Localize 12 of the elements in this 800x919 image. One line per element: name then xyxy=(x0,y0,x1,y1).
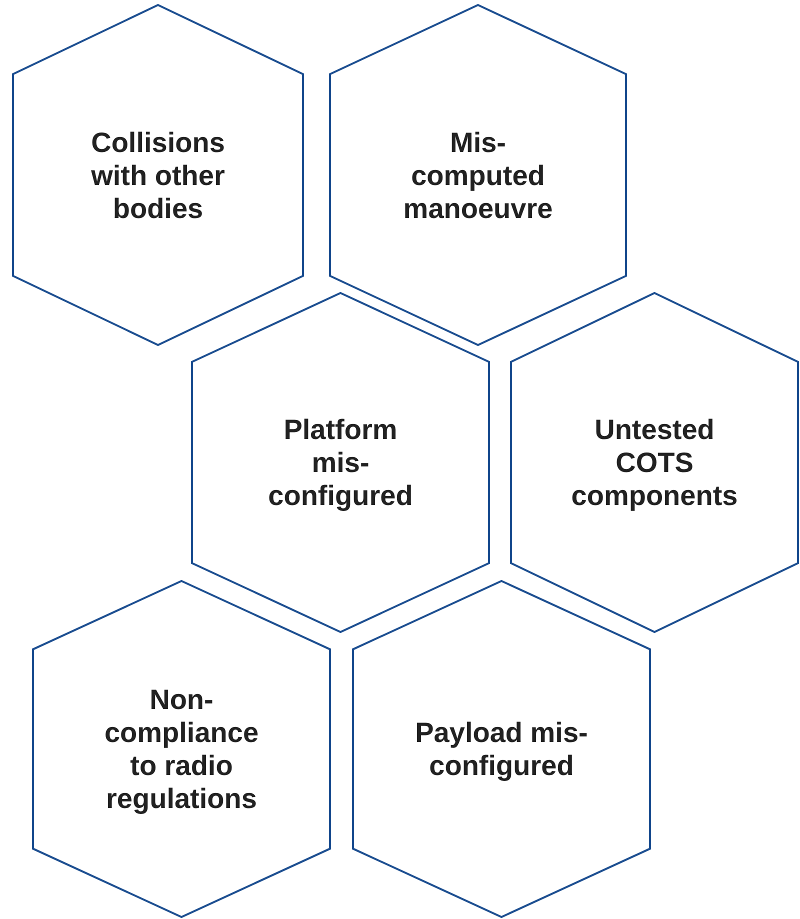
hexagon-label: Non-compliance to radio regulations xyxy=(103,683,260,815)
hexagon-label: Platform mis-configured xyxy=(267,413,414,512)
hexagon xyxy=(510,292,799,633)
hexagon-label: Untested COTS components xyxy=(570,413,739,512)
hexagon-label: Mis-computed manoeuvre xyxy=(402,126,554,224)
hexagon xyxy=(329,4,627,346)
hexagon xyxy=(12,4,304,346)
hexagon xyxy=(191,292,490,633)
hexagon-label: Payload mis-configured xyxy=(414,716,589,782)
hexagon-label: Collisions with other bodies xyxy=(90,126,226,224)
hexagon xyxy=(32,580,331,918)
hexagon xyxy=(352,580,651,918)
